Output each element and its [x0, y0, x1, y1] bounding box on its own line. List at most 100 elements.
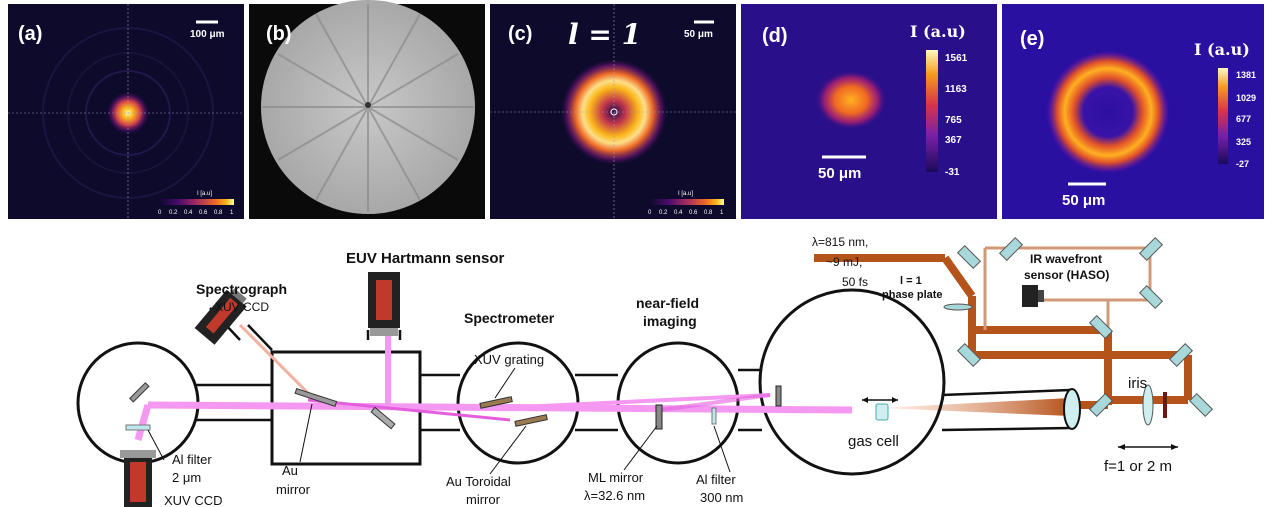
- xuv-ccd-top-label: XUV CCD: [215, 300, 269, 314]
- au-mirror-label-1: Au: [282, 463, 298, 478]
- hartmann-camera: [368, 272, 400, 336]
- haso-sensor: [1022, 285, 1038, 307]
- colorbar-tick: 1: [230, 210, 234, 216]
- imaging-mirror: [775, 385, 782, 407]
- colorbar-tick: -31: [945, 167, 960, 178]
- ml-mirror-label: ML mirror: [588, 470, 644, 485]
- panel-d-tag: (d): [762, 25, 788, 47]
- al-filter-left-thickness: 2 μm: [172, 470, 201, 485]
- au-mirror: [294, 387, 338, 407]
- gas-cell-label: gas cell: [848, 433, 899, 450]
- scale-bar-label: 50 μm: [684, 29, 713, 40]
- xuv-grating: [479, 396, 513, 409]
- scale-bar-label: 50 μm: [1062, 192, 1105, 209]
- colorbar-tick: 0.2: [659, 210, 668, 216]
- colorbar-tick: 325: [1236, 137, 1251, 147]
- xuv-grating-label: XUV grating: [474, 352, 544, 367]
- hartmann-mirror: [370, 406, 396, 430]
- panel-c: (c) l = 1 50 μm I [a.u] 0 0.2 0.4 0.6 0.…: [490, 4, 736, 219]
- haso-label-1: IR wavefront: [1030, 252, 1102, 266]
- colorbar-tick: 1381: [1236, 70, 1256, 80]
- panel-c-tag: (c): [508, 23, 532, 45]
- diffracted-xuv-beam: [307, 398, 511, 422]
- callout-lines: [147, 367, 731, 475]
- colorbar-tick: 0.8: [214, 210, 223, 216]
- haso-label-2: sensor (HASO): [1024, 268, 1109, 282]
- au-mirror-label-2: mirror: [276, 482, 311, 497]
- colorbar-tick: 765: [945, 115, 962, 126]
- colorbar-title: I [a.u]: [678, 191, 693, 197]
- hartmann-sensor-label: EUV Hartmann sensor: [346, 250, 505, 267]
- xuv-ccd-bottom-label: XUV CCD: [164, 493, 223, 507]
- iris: [1163, 392, 1167, 418]
- al-filter-right-label: Al filter: [696, 472, 736, 487]
- colorbar-tick: 0.4: [184, 210, 193, 216]
- colorbar-tick: 0.4: [674, 210, 683, 216]
- panel-a-tag: (a): [18, 23, 42, 45]
- phase-plate-segments: [262, 4, 474, 212]
- vacuum-tubes: [195, 307, 1071, 432]
- toroidal-mirror: [514, 414, 548, 427]
- colorbar-tick: 1: [720, 210, 724, 216]
- colorbar: [650, 199, 724, 205]
- panel-e: (e) I (a.u) 1381 1029 677 325 -27 50 μm: [1002, 4, 1264, 219]
- spectrometer-label: Spectrometer: [464, 310, 555, 326]
- optics: [125, 236, 1214, 450]
- phase-plate: [943, 303, 973, 311]
- measured-spot: [815, 70, 887, 130]
- pickoff-mirror: [129, 382, 150, 403]
- colorbar: [1218, 68, 1228, 164]
- focusing-ir-beam: [880, 398, 1070, 416]
- laser-energy: ~9 mJ,: [826, 255, 862, 269]
- iris-label: iris: [1128, 375, 1147, 392]
- colorbar-tick: 0: [158, 210, 162, 216]
- measured-vortex-ring: [1046, 50, 1170, 174]
- colorbar-tick: -27: [1236, 159, 1249, 169]
- ir-mirror: [956, 342, 982, 368]
- colorbar-title: I (a.u): [1194, 40, 1250, 59]
- al-filter-left-label: Al filter: [172, 452, 212, 467]
- panel-e-tag: (e): [1020, 28, 1044, 50]
- laser-duration: 50 fs: [842, 275, 868, 289]
- focal-length-label: f=1 or 2 m: [1104, 458, 1172, 475]
- scale-bar-label: 50 μm: [818, 165, 861, 182]
- colorbar-title: I (a.u): [910, 22, 966, 41]
- panel-b-tag: (b): [266, 23, 292, 45]
- colorbar-tick: 0.2: [169, 210, 178, 216]
- spectrograph-label: Spectrograph: [196, 281, 287, 297]
- al-filter-left: [125, 424, 151, 431]
- al-filter-right-thickness: 300 nm: [700, 490, 743, 505]
- xuv-beam: [134, 323, 853, 441]
- colorbar-tick: 0.6: [199, 210, 208, 216]
- phase-plate-label: phase plate: [882, 289, 943, 301]
- scale-bar-label: 100 μm: [190, 29, 225, 40]
- colorbar-tick: 0.8: [704, 210, 713, 216]
- panel-b: (b): [249, 0, 485, 219]
- ir-mirror: [1088, 392, 1114, 418]
- panel-d: (d) I (a.u) 1561 1163 765 367 -31 50 μm: [741, 4, 997, 219]
- topological-charge-label: l = 1: [568, 18, 641, 51]
- panel-a: (a) 100 μm I [a.u] 0 0.2 0.4 0.6 0.8 1: [8, 4, 244, 219]
- gas-cell: [875, 403, 889, 421]
- setup-schematic: EUV Hartmann sensor Spectrograph XUV CCD…: [76, 235, 1214, 507]
- ml-mirror-wavelength: λ=32.6 nm: [584, 488, 645, 503]
- plate-charge-label: l = 1: [900, 275, 922, 287]
- colorbar: [160, 199, 234, 205]
- toroidal-label-1: Au Toroidal: [446, 474, 511, 489]
- ir-mirror: [1138, 284, 1164, 310]
- ir-mirror: [1088, 314, 1114, 340]
- ir-mirror: [1188, 392, 1214, 418]
- ccd-bottom: [120, 450, 156, 507]
- ir-mirror: [998, 236, 1024, 262]
- colorbar-tick: 1029: [1236, 93, 1256, 103]
- ccd-top: [194, 288, 247, 345]
- entrance-window: [1063, 388, 1081, 430]
- ir-mirror: [1138, 236, 1164, 262]
- ml-mirror: [655, 404, 663, 430]
- al-filter-right: [711, 407, 717, 425]
- imaging-label: imaging: [643, 313, 697, 329]
- colorbar-tick: 367: [945, 135, 962, 146]
- colorbar-title: I [a.u]: [197, 191, 212, 197]
- colorbar-tick: 0.6: [689, 210, 698, 216]
